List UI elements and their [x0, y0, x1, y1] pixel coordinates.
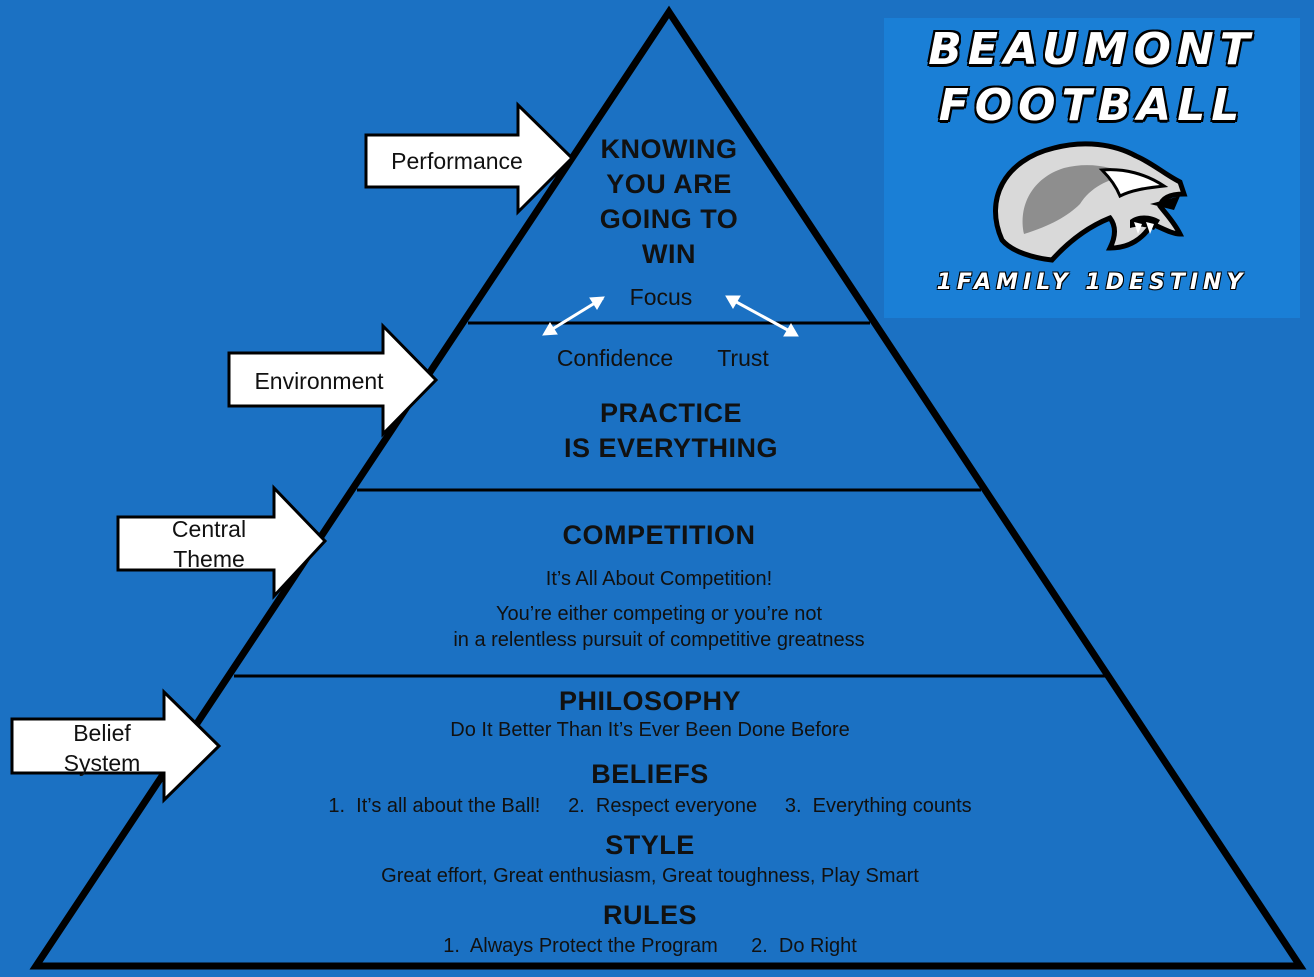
arrow-performance: [364, 101, 575, 216]
cougar-head-icon: [993, 141, 1188, 263]
focus-label: Focus: [629, 284, 693, 310]
belief-system-line2: System: [63, 750, 141, 776]
focus-confidence-arrow: [542, 296, 605, 336]
tier1-line2: YOU ARE: [606, 169, 732, 199]
competition-sub1: It’s All About Competition!: [545, 568, 773, 590]
arrow-label-environment: Environment: [254, 368, 384, 394]
rules-text: 1. Always Protect the Program 2. Do Righ…: [443, 935, 857, 957]
focus-trust-arrow: [725, 295, 799, 337]
style-text: Great effort, Great enthusiasm, Great to…: [381, 865, 919, 887]
beliefs-heading: BELIEFS: [591, 759, 709, 789]
arrow-label-performance: Performance: [391, 148, 523, 174]
tier2-line1: PRACTICE: [599, 398, 743, 428]
belief-system-line1: Belief: [73, 720, 131, 746]
competition-heading: COMPETITION: [562, 520, 756, 550]
competition-sub3: in a relentless pursuit of competitive g…: [453, 629, 865, 651]
arrow-belief-system: [10, 688, 222, 804]
style-heading: STYLE: [605, 830, 695, 860]
confidence-label: Confidence: [556, 345, 674, 371]
tier2-line2: IS EVERYTHING: [563, 433, 779, 463]
central-theme-line2: Theme: [173, 546, 245, 572]
tier1-line3: GOING TO: [599, 204, 739, 234]
arrow-environment: [227, 322, 439, 438]
central-theme-line1: Central: [171, 516, 247, 542]
tier1-line1: KNOWING: [600, 134, 738, 164]
competition-sub2: You’re either competing or you’re not: [495, 603, 823, 625]
logo-line2: FOOTBALL: [938, 80, 1246, 131]
arrow-label-belief-system: Belief System: [42, 718, 162, 778]
philosophy-heading: PHILOSOPHY: [558, 686, 742, 716]
arrow-central-theme: [116, 484, 328, 600]
pyramid-outline: [29, 5, 1307, 970]
rules-heading: RULES: [602, 900, 698, 930]
beaumont-football-logo: BEAUMONT FOOTBALL 1FAMILY 1DESTINY: [884, 18, 1300, 318]
trust-label: Trust: [717, 345, 769, 371]
logo-line1: BEAUMONT: [928, 24, 1256, 75]
logo-tagline: 1FAMILY 1DESTINY: [936, 270, 1248, 295]
tier1-line4: WIN: [642, 239, 696, 269]
philosophy-text: Do It Better Than It’s Ever Been Done Be…: [450, 719, 850, 741]
beliefs-text: 1. It’s all about the Ball! 2. Respect e…: [328, 795, 972, 817]
arrow-label-central-theme: Central Theme: [150, 514, 268, 574]
